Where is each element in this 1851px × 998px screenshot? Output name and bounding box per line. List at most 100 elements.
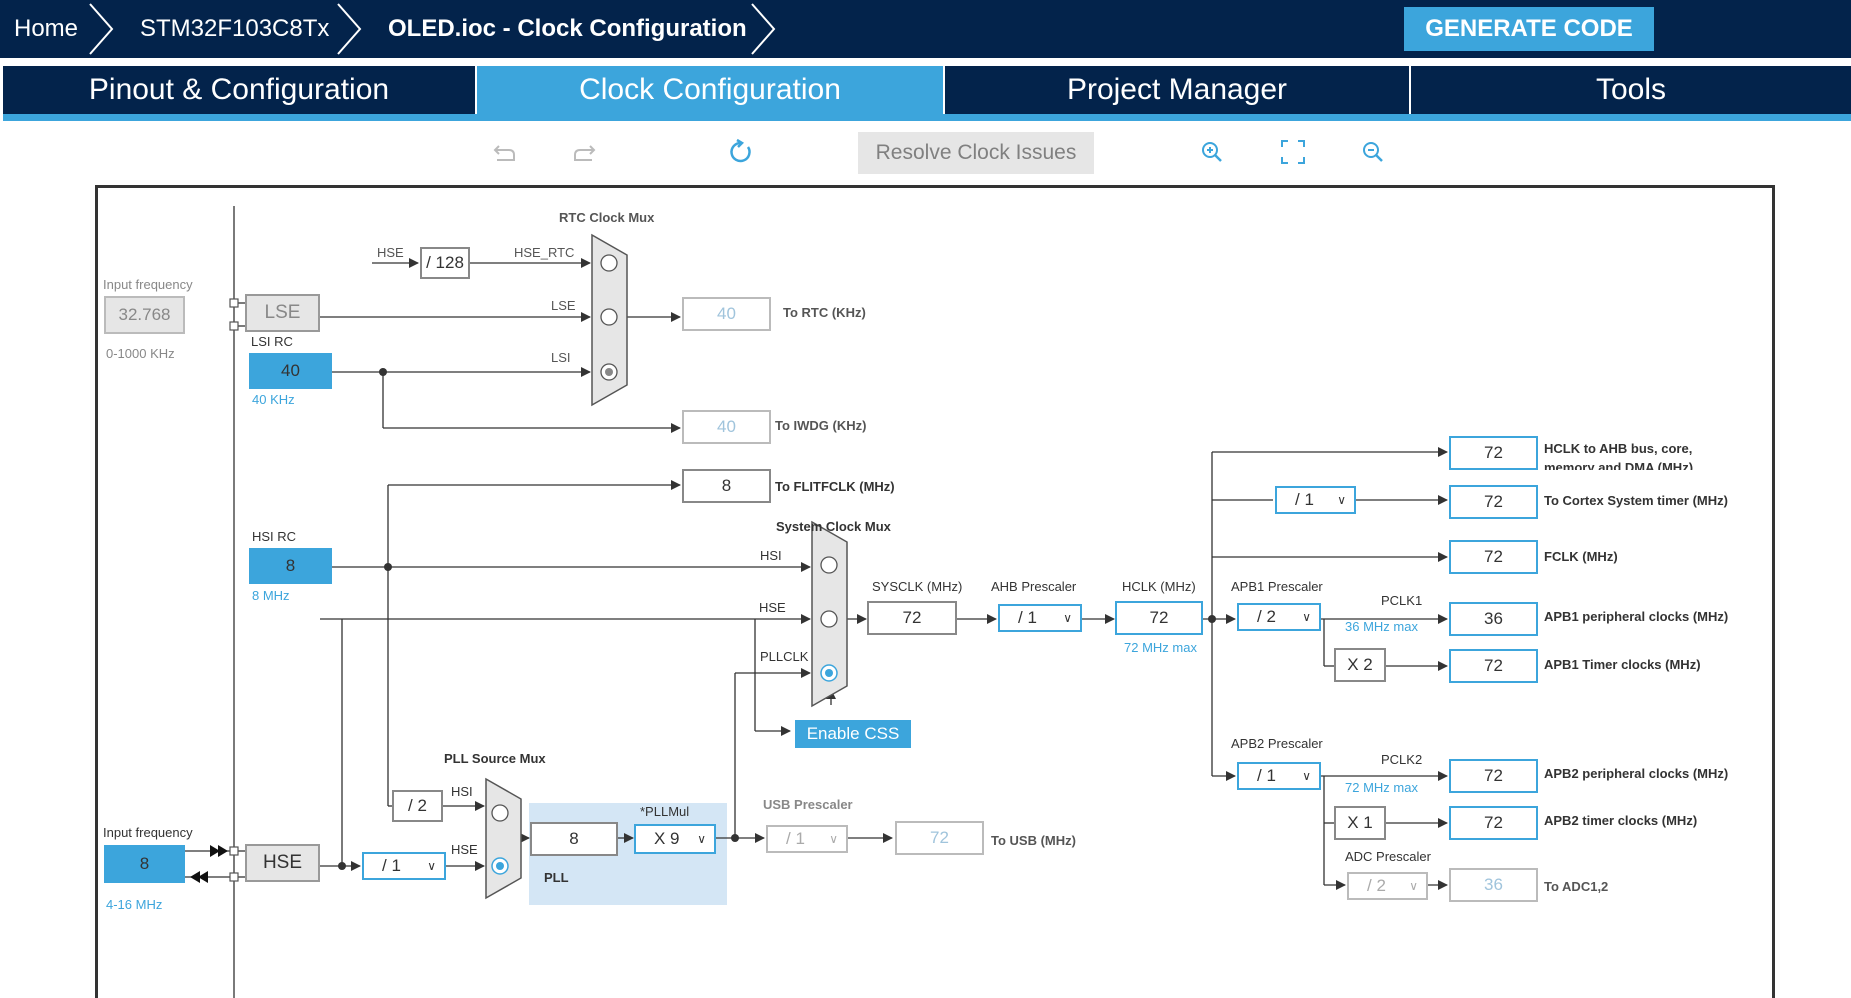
ahb-prescaler-select[interactable]: / 1∨ [998,604,1082,632]
chevron-down-icon: ∨ [1302,610,1311,624]
hse-prediv-select[interactable]: / 1∨ [362,852,446,880]
zoom-out-icon[interactable] [1359,138,1387,166]
usb-output-label: To USB (MHz) [991,833,1076,848]
flitfclk-output-label: To FLITFCLK (MHz) [775,479,895,494]
apb2-timer-label: APB2 timer clocks (MHz) [1544,813,1698,828]
cortex-timer-label: To Cortex System timer (MHz) [1544,493,1728,508]
chevron-down-icon: ∨ [697,832,706,846]
sysclk-value[interactable]: 72 [867,601,957,635]
sysmux-hse-label: HSE [759,600,786,615]
rtc-lsi-label: LSI [551,350,571,365]
pllmul-label: *PLLMul [640,804,690,819]
tab-pinout[interactable]: Pinout & Configuration [88,73,390,106]
adc-prescaler-select[interactable]: / 2∨ [1347,872,1428,900]
apb2-peripheral-output: 72 [1449,759,1538,793]
lsi-unit: 40 KHz [252,392,295,407]
chevron-down-icon: ∨ [1302,769,1311,783]
hse-source: HSE [245,844,320,882]
apb1-peripheral-label: APB1 peripheral clocks (MHz) [1544,609,1729,624]
usb-output: 72 [895,821,984,855]
apb1-prescaler-select[interactable]: / 2∨ [1237,603,1321,631]
usb-prescaler-select[interactable]: / 1∨ [766,825,848,853]
redo-icon[interactable] [570,138,598,166]
apb2-timer-multiplier: X 1 [1334,806,1386,840]
lse-input-frequency[interactable]: 32.768 [104,296,185,334]
pclk1-max: 36 MHz max [1345,619,1418,634]
pclk2-label: PCLK2 [1381,752,1423,767]
main-tabs: Pinout & Configuration Clock Configurati… [3,66,1851,114]
zoom-in-icon[interactable] [1198,138,1226,166]
resolve-clock-issues-button[interactable]: Resolve Clock Issues [858,132,1094,174]
iwdg-output: 40 [682,410,771,444]
breadcrumb: Home STM32F103C8Tx OLED.ioc - Clock Conf… [0,0,1851,58]
hclk-ahb-label-1: HCLK to AHB bus, core, [1544,441,1693,456]
pllsrc-hse-label: HSE [451,842,478,857]
chevron-down-icon: ∨ [1337,493,1346,507]
apb1-prescaler-label: APB1 Prescaler [1231,579,1323,594]
cortex-timer-output: 72 [1449,485,1538,519]
rtc-hse-divider: / 128 [420,247,470,279]
apb1-timer-multiplier: X 2 [1334,648,1386,682]
hsi-value: 8 [249,548,332,584]
breadcrumb-file[interactable]: OLED.ioc - Clock Configuration [388,15,747,42]
hsi-unit: 8 MHz [252,588,290,603]
hsi-label: HSI RC [252,529,297,544]
adc-output-label: To ADC1,2 [1544,879,1609,894]
pclk1-label: PCLK1 [1381,593,1423,608]
chevron-down-icon: ∨ [1409,879,1418,893]
pllsrc-hsi-label: HSI [451,784,473,799]
pllmul-select[interactable]: X 9∨ [634,824,716,854]
fit-screen-icon[interactable] [1279,138,1307,166]
generate-code-button[interactable]: GENERATE CODE [1404,7,1654,51]
rtc-output-label: To RTC (KHz) [783,305,866,320]
breadcrumb-home[interactable]: Home [14,15,79,42]
sysclk-label: SYSCLK (MHz) [872,579,963,594]
breadcrumb-chevrons [89,3,776,55]
hclk-ahb-label-2: memory and DMA (MHz) [1544,460,1694,470]
fclk-label: FCLK (MHz) [1544,549,1618,564]
refresh-icon[interactable] [727,138,755,166]
ahb-prescaler-label: AHB Prescaler [991,579,1077,594]
hse-range: 4-16 MHz [106,897,163,912]
pll-label: PLL [544,870,569,885]
fclk-output: 72 [1449,540,1538,574]
sysmux-hsi-label: HSI [760,548,782,563]
lse-source: LSE [245,294,320,332]
apb2-prescaler-label: APB2 Prescaler [1231,736,1323,751]
lsi-label: LSI RC [251,334,293,349]
hclk-ahb-output: 72 [1449,436,1538,470]
flitfclk-output: 8 [682,469,771,503]
pll-source-mux-title: PLL Source Mux [444,751,546,766]
apb2-peripheral-label: APB2 peripheral clocks (MHz) [1544,766,1729,781]
hse-input-frequency-label: Input frequency [103,825,193,840]
system-clock-mux-title: System Clock Mux [776,519,891,534]
breadcrumb-device[interactable]: STM32F103C8Tx [140,15,330,42]
hclk-max: 72 MHz max [1124,640,1197,655]
adc-prescaler-label: ADC Prescaler [1345,849,1431,864]
rtc-hse-label: HSE [377,245,404,260]
lse-input-frequency-label: Input frequency [103,277,193,292]
clock-tree-canvas [95,185,1775,998]
tab-project-manager[interactable]: Project Manager [1066,73,1288,106]
pll-hsi-divider: / 2 [392,790,443,822]
enable-css-button[interactable]: Enable CSS [795,720,911,748]
adc-output: 36 [1449,868,1538,902]
rtc-mux-title: RTC Clock Mux [559,210,655,225]
lsi-value: 40 [249,353,332,389]
pclk2-max: 72 MHz max [1345,780,1418,795]
apb2-timer-output: 72 [1449,806,1538,840]
chevron-down-icon: ∨ [1063,611,1072,625]
hse-input-frequency[interactable]: 8 [104,845,185,883]
hclk-value[interactable]: 72 [1115,601,1203,635]
undo-icon[interactable] [491,138,519,166]
rtc-output: 40 [682,297,771,331]
iwdg-output-label: To IWDG (KHz) [775,418,867,433]
cortex-timer-prescaler-select[interactable]: / 1∨ [1275,486,1356,514]
tab-clock-configuration[interactable]: Clock Configuration [477,66,943,114]
apb2-prescaler-select[interactable]: / 1∨ [1237,762,1321,790]
rtc-lse-label: LSE [551,298,576,313]
chevron-down-icon: ∨ [427,859,436,873]
tab-tools[interactable]: Tools [1595,73,1667,106]
lse-range: 0-1000 KHz [106,346,175,361]
